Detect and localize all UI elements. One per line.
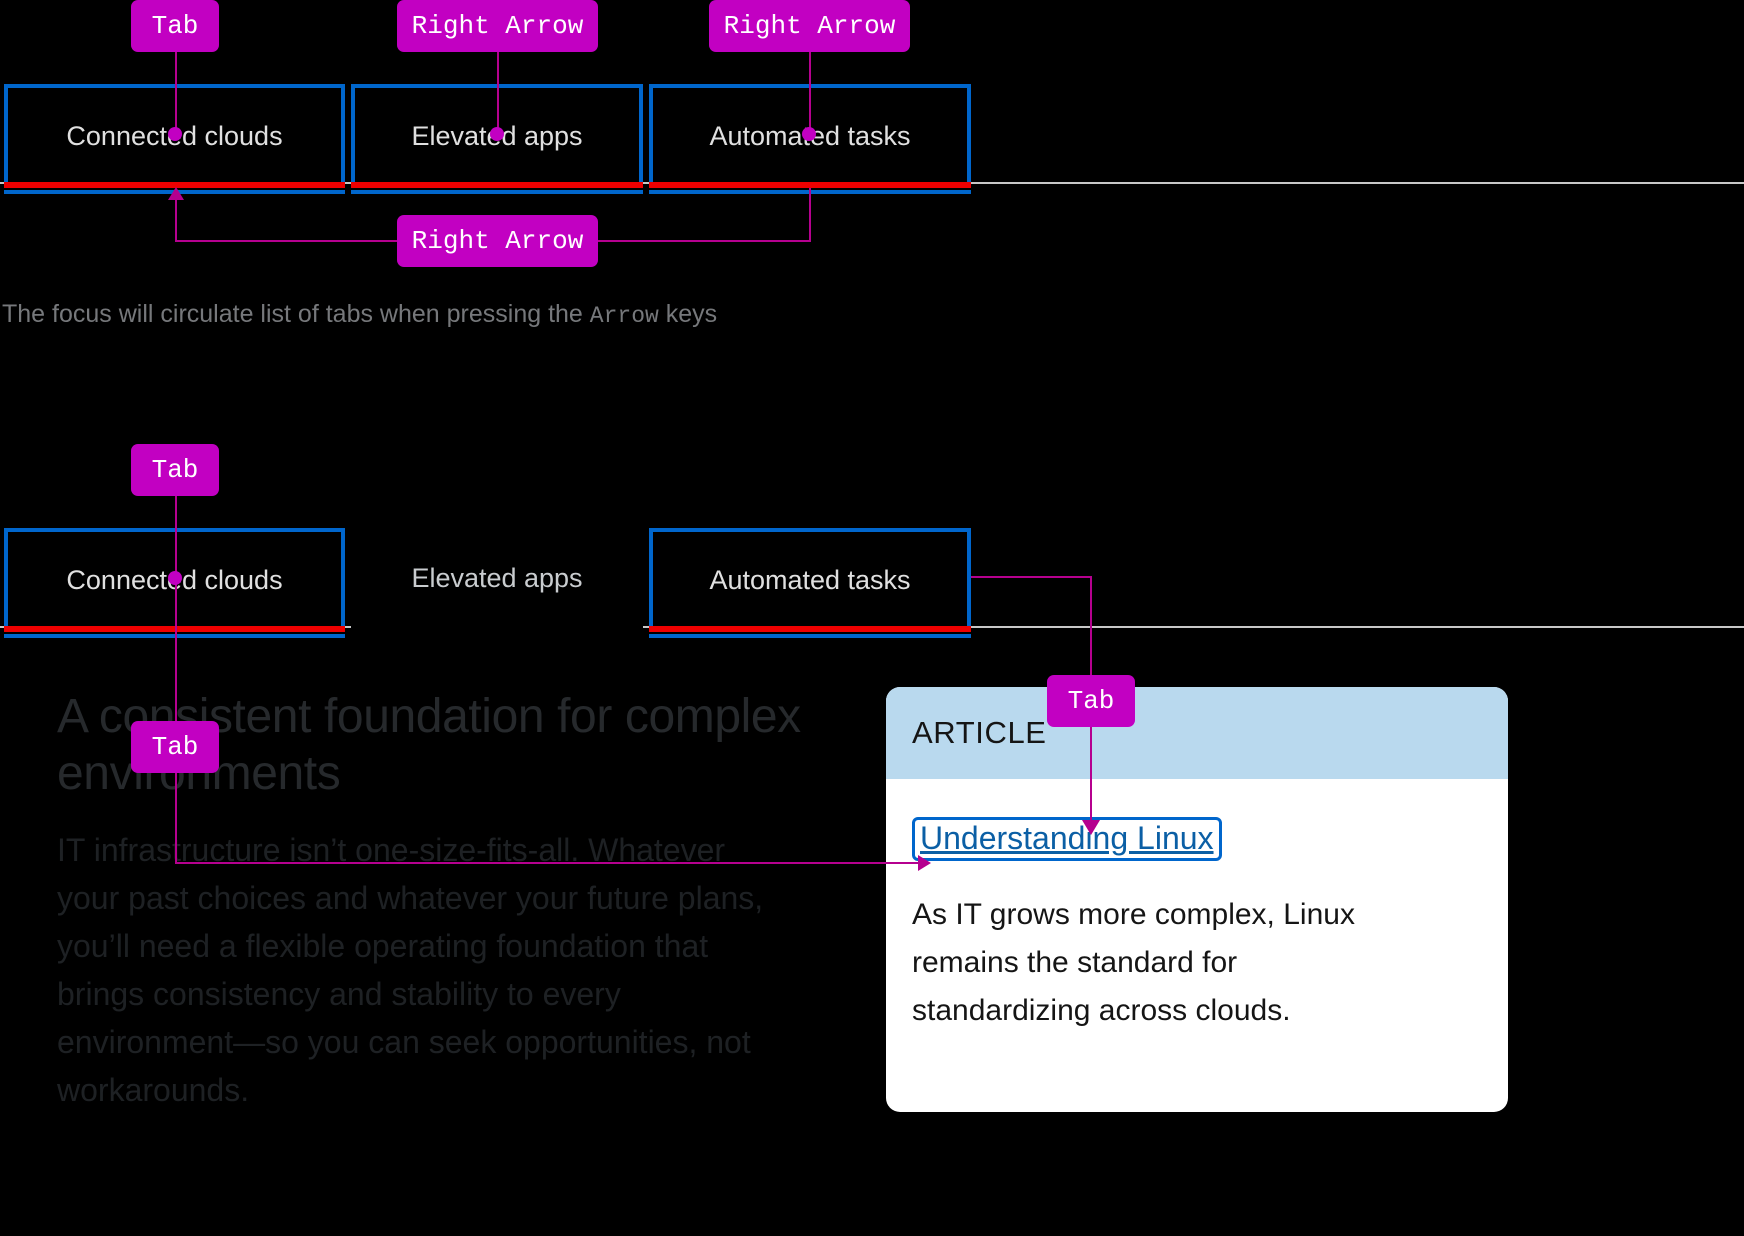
active-underline <box>351 182 643 188</box>
connector-tab-to-tab1 <box>175 52 177 136</box>
focus-bottom-edge <box>351 190 643 194</box>
connector-wrap-vertical-left <box>175 198 177 241</box>
caption-prefix: The focus will circulate list of tabs wh… <box>2 300 590 328</box>
key-badge-tab-4: Tab <box>1047 675 1135 727</box>
key-badge-tab-2: Tab <box>131 444 219 496</box>
article-card[interactable]: ARTICLE Understanding Linux As IT grows … <box>886 687 1508 1112</box>
key-badge-label: Tab <box>151 455 199 485</box>
key-badge-right-arrow-2: Right Arrow <box>709 0 910 52</box>
connector-arrowhead-up <box>168 187 184 200</box>
connector-endpoint-dot <box>802 127 816 141</box>
active-underline <box>649 626 971 632</box>
active-underline <box>4 626 345 632</box>
connector-tab3-to-badge-vertical <box>1090 576 1092 676</box>
key-badge-label: Right Arrow <box>723 11 896 41</box>
article-link[interactable]: Understanding Linux <box>912 817 1222 861</box>
connector-arrowhead-right <box>918 855 931 871</box>
connector-tab-to-link-horizontal <box>175 862 920 864</box>
key-badge-right-arrow-1: Right Arrow <box>397 0 598 52</box>
connector-rightarrow-to-tab3 <box>809 52 811 136</box>
connector-badge-to-link-vertical <box>1090 726 1092 830</box>
tab-label: Elevated apps <box>411 562 583 593</box>
focus-bottom-edge <box>649 634 971 638</box>
connector-wrap-vertical-right <box>809 188 811 242</box>
key-badge-label: Tab <box>151 732 199 762</box>
connector-rightarrow-to-tab2 <box>497 52 499 136</box>
focus-bottom-edge <box>4 634 345 638</box>
connector-tab3-to-badge-horizontal <box>971 576 1091 578</box>
key-badge-tab-1: Tab <box>131 0 219 52</box>
active-underline <box>4 182 345 188</box>
connector-endpoint-dot <box>168 127 182 141</box>
active-underline <box>649 182 971 188</box>
article-eyebrow: ARTICLE <box>912 715 1047 750</box>
section-one-caption: The focus will circulate list of tabs wh… <box>2 300 717 329</box>
article-card-body: Understanding Linux As IT grows more com… <box>886 779 1508 1065</box>
connector-endpoint-dot <box>490 127 504 141</box>
connector-endpoint-dot <box>168 571 182 585</box>
key-badge-tab-3: Tab <box>131 721 219 773</box>
key-badge-label: Right Arrow <box>411 226 584 256</box>
key-badge-label: Tab <box>1067 686 1115 716</box>
article-summary: As IT grows more complex, Linux remains … <box>912 898 1355 1027</box>
key-badge-right-arrow-3: Right Arrow <box>397 215 598 267</box>
article-card-header: ARTICLE <box>886 687 1508 779</box>
tab-automated-tasks-2[interactable]: Automated tasks <box>649 528 971 638</box>
page-paragraph: IT infrastructure isn’t one-size-fits-al… <box>57 832 764 1108</box>
caption-suffix: keys <box>658 300 718 328</box>
caption-key: Arrow <box>589 303 659 329</box>
connector-arrowhead-down <box>1082 820 1100 835</box>
tab-connected-clouds-2[interactable]: Connected clouds <box>4 528 345 638</box>
key-badge-label: Tab <box>151 11 199 41</box>
key-badge-label: Right Arrow <box>411 11 584 41</box>
tab-elevated-apps-2[interactable]: Elevated apps <box>351 528 643 628</box>
tab-label: Automated tasks <box>709 564 911 595</box>
connector-tab-to-tab1-s2 <box>175 496 177 580</box>
